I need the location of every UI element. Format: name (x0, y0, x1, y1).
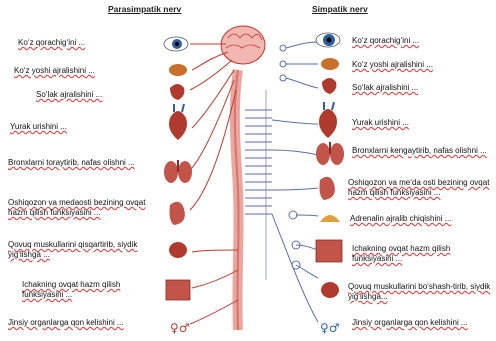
right-intestine-icon (316, 240, 342, 262)
right-label-stomach: Oshiqozon va me‘da osti bezining ovqat h… (348, 178, 494, 198)
right-label-heart: Yurak urishini ... (352, 118, 492, 128)
left-label-bronchi: Bronxlarni toraytirib, nafas olishni ... (8, 158, 148, 168)
right-stomach-icon (320, 177, 335, 200)
right-label-genitals: Jinsiy organlarga qon kelishini ... (352, 318, 492, 328)
sympathetic-nerves (272, 42, 318, 322)
left-bladder-icon (169, 242, 187, 258)
right-lacrimal-gland-icon (321, 58, 339, 70)
left-heart-icon (169, 104, 187, 140)
right-eye-icon (316, 33, 340, 47)
chain-ticks (245, 110, 272, 214)
left-label-saliva: So‘lak ajralishini ... (36, 90, 156, 100)
left-stomach-icon (170, 202, 185, 225)
right-bladder-icon (321, 282, 339, 298)
left-lungs-icon (164, 160, 192, 183)
right-salivary-gland-icon (322, 78, 336, 94)
parasympathetic-nerves (190, 44, 238, 324)
left-label-stomach: Oshiqozon va medaosti bezining ovqat haz… (8, 198, 158, 218)
left-label-bladder: Qovuq muskullarini qisqartirib, siydik y… (8, 240, 156, 260)
left-label-pupil: Ko‘z qorachig‘ini ... (18, 38, 158, 48)
right-label-intestine: Ichakning ovqat hazm qilish funksiyasini… (352, 244, 492, 264)
right-label-adrenalin: Adrenalin ajralib chiqishini ... (350, 214, 490, 224)
right-label-bronchi: Bronxlarni kengaytirib, nafas olishni ..… (352, 146, 492, 156)
left-intestine-icon (166, 280, 190, 300)
right-sex-symbols-icon: ♀♂ (320, 321, 340, 335)
right-label-tears: Ko‘z yoshi ajralishini ... (352, 60, 492, 70)
right-label-bladder: Qovuq muskullarini bo‘shash-tirib, siydi… (348, 282, 494, 302)
right-adrenal-gland-icon (320, 215, 340, 222)
left-label-tears: Ko‘z yoshi ajralishini ... (14, 66, 154, 76)
left-label-genitals: Jinsiy organlarga qon kelishini ... (8, 318, 158, 328)
sympathetic-ganglia (280, 45, 300, 269)
left-lacrimal-gland-icon (169, 64, 187, 76)
left-salivary-gland-icon (170, 84, 184, 100)
left-label-intestine: Ichakning ovqat hazm qilish funksiyasini… (22, 280, 152, 300)
left-eye-icon (164, 37, 188, 51)
left-label-heart: Yurak urishini ... (10, 122, 150, 132)
left-sex-symbols-icon: ♀♂ (170, 321, 190, 335)
right-label-saliva: So‘lak ajralishini ... (352, 83, 492, 93)
right-lungs-icon (316, 142, 344, 165)
brain (221, 26, 265, 64)
right-heart-icon (319, 102, 337, 138)
right-label-pupil: Ko‘z qorachig‘ini ... (352, 36, 492, 46)
